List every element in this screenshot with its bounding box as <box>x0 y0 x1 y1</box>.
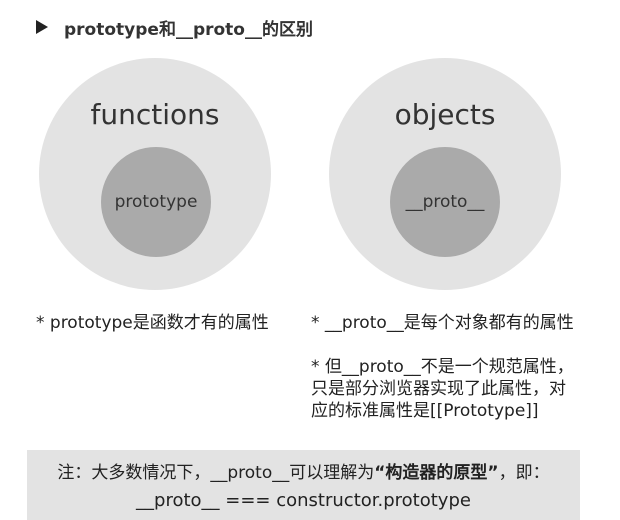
functions-note: * prototype是函数才有的属性 <box>36 313 269 333</box>
proto-label: __proto__ <box>405 192 485 212</box>
proto-circle: __proto__ <box>390 147 500 257</box>
proto-nonstandard-note: * 但__proto__不是一个规范属性， 只是部分浏览器实现了此属性，对 应的… <box>311 356 574 422</box>
summary-prefix: 注：大多数情况下，__proto__可以理解为 <box>57 463 375 483</box>
section-header: prototype和__proto__的区别 <box>36 15 313 40</box>
note-line: 只是部分浏览器实现了此属性，对 <box>311 379 566 399</box>
note-line: * 但__proto__不是一个规范属性， <box>311 357 574 377</box>
summary-suffix: ，即： <box>498 463 550 483</box>
note-line: 应的标准属性是[[Prototype]] <box>311 401 539 421</box>
objects-circle: objects __proto__ <box>329 58 561 290</box>
functions-circle: functions prototype <box>39 58 271 290</box>
summary-emphasis: “构造器的原型” <box>374 463 499 483</box>
summary-formula: __proto__ === constructor.prototype <box>136 490 471 511</box>
objects-label: objects <box>394 98 496 131</box>
prototype-label: prototype <box>114 192 198 212</box>
objects-note: * __proto__是每个对象都有的属性 <box>311 313 574 333</box>
page-title: prototype和__proto__的区别 <box>64 19 313 40</box>
summary-text: 注：大多数情况下，__proto__可以理解为“构造器的原型”，即： <box>27 458 580 483</box>
play-triangle-icon <box>36 20 48 34</box>
functions-label: functions <box>90 98 220 131</box>
prototype-circle: prototype <box>101 147 211 257</box>
summary-box: 注：大多数情况下，__proto__可以理解为“构造器的原型”，即： __pro… <box>27 450 580 520</box>
